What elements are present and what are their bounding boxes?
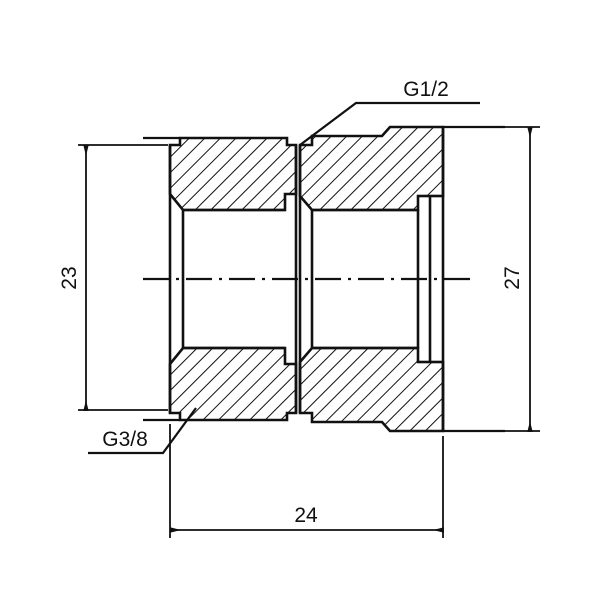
label-g38: G3/8 xyxy=(102,428,148,451)
dim-label-23: 23 xyxy=(58,266,81,289)
leader-line-g12 xyxy=(299,101,480,146)
dimension-23: 23 xyxy=(58,144,168,411)
dimension-27: 27 xyxy=(498,126,540,432)
leader-g38: G3/8 xyxy=(88,407,197,455)
leader-line-g38 xyxy=(88,407,197,455)
dim-label-27: 27 xyxy=(501,266,524,289)
label-g12: G1/2 xyxy=(403,78,449,101)
dim-label-24: 24 xyxy=(294,504,318,527)
lower-wall-left-section xyxy=(168,346,298,422)
lower-wall-right-section xyxy=(298,346,445,433)
part-body xyxy=(143,125,505,433)
upper-wall-left-section xyxy=(168,136,298,212)
leader-g12: G1/2 xyxy=(299,78,480,146)
upper-wall-right-section xyxy=(298,125,445,212)
outer-projection-lines xyxy=(143,125,505,433)
dimension-24: 24 xyxy=(169,424,444,538)
